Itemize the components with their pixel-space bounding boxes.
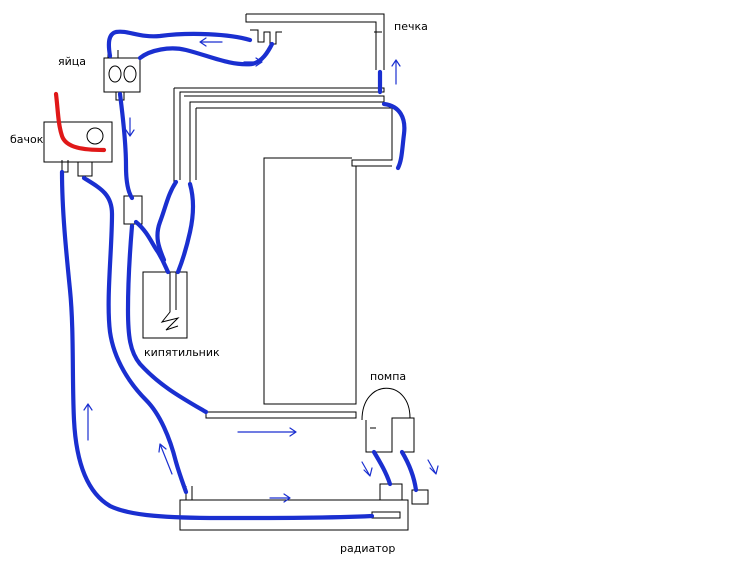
line-heater-return (137, 41, 275, 67)
arrow-radiator-icon (269, 493, 291, 503)
flow-arrows (83, 37, 439, 503)
radiator: радиатор (179, 483, 429, 555)
line-pump-radiator-1 (371, 449, 393, 487)
arrow-pump-right-icon (427, 459, 439, 475)
thermostat-box (123, 195, 143, 225)
coolant-lines (59, 29, 419, 521)
line-heater-to-eggs (106, 29, 253, 59)
boiler: кипятильник (142, 271, 220, 359)
boiler-label: кипятильник (144, 346, 220, 359)
arrow-diag-up-icon (158, 443, 173, 475)
arrow-heater-right-icon (243, 57, 263, 67)
arrow-eggs-down-icon (125, 117, 135, 137)
expansion-tank: бачок (10, 121, 113, 177)
arrow-left-up-icon (83, 403, 93, 441)
heater: печка (245, 13, 428, 70)
line-tank-bottom (59, 169, 375, 521)
arrow-heater-up-icon (391, 59, 401, 85)
line-engine-boiler (155, 179, 179, 263)
pump: помпа (361, 370, 415, 453)
tank-label: бачок (10, 133, 44, 146)
line-engine-boiler-2 (175, 181, 196, 275)
line-to-boiler (133, 219, 171, 275)
line-pump-radiator-2 (399, 449, 419, 493)
arrow-pump-left-icon (361, 461, 373, 477)
pump-label: помпа (370, 370, 406, 383)
line-eggs-down (117, 91, 135, 201)
line-engine-right (381, 101, 407, 171)
radiator-label: радиатор (340, 542, 395, 555)
engine-block (173, 87, 393, 419)
eggs-unit: яйца (58, 50, 141, 101)
heater-label: печка (394, 20, 428, 33)
line-left-main (125, 223, 209, 415)
eggs-label: яйца (58, 55, 86, 68)
hot-line (53, 91, 107, 153)
line-tank-radiator (81, 175, 189, 495)
arrow-heater-left-icon (199, 37, 223, 47)
arrow-engine-bottom-icon (237, 427, 297, 437)
